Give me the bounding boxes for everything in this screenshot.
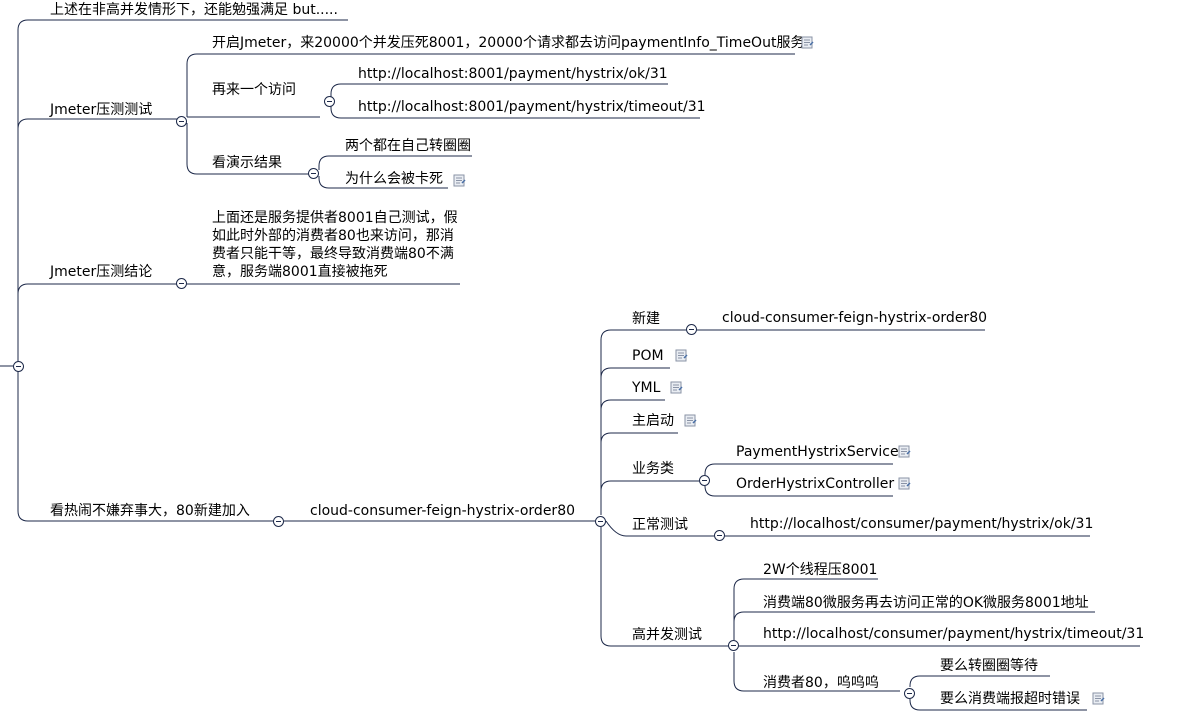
jmeter-test-node[interactable]: Jmeter压测测试: [50, 102, 153, 118]
yml-node[interactable]: YML: [632, 380, 661, 396]
jmeter-conclusion-node[interactable]: Jmeter压测结论: [50, 264, 153, 280]
normal-test-node[interactable]: 正常测试: [632, 517, 688, 533]
another-visit-collapse-toggle[interactable]: [324, 96, 335, 107]
new-collapse-toggle[interactable]: [686, 324, 697, 335]
note-icon[interactable]: [898, 477, 911, 490]
url-timeout-node[interactable]: http://localhost:8001/payment/hystrix/ti…: [358, 99, 706, 115]
wait-spin-node[interactable]: 要么转圈圈等待: [940, 658, 1038, 674]
jmeter-test-collapse-toggle[interactable]: [176, 116, 187, 127]
note-icon[interactable]: [1092, 692, 1105, 705]
url-ok-node[interactable]: http://localhost:8001/payment/hystrix/ok…: [358, 66, 668, 82]
main-start-node[interactable]: 主启动: [632, 413, 674, 429]
note-icon[interactable]: [684, 414, 697, 427]
another-visit-node[interactable]: 再来一个访问: [212, 82, 296, 98]
timeout-url-node[interactable]: http://localhost/consumer/payment/hystri…: [763, 626, 1145, 642]
why-stuck-node[interactable]: 为什么会被卡死: [345, 171, 443, 187]
pom-node[interactable]: POM: [632, 348, 664, 364]
consumer-80-node[interactable]: 消费者80，呜呜呜: [763, 675, 879, 691]
business-collapse-toggle[interactable]: [699, 475, 710, 486]
note-icon[interactable]: [675, 349, 688, 362]
root-collapse-toggle[interactable]: [13, 361, 24, 372]
note-icon[interactable]: [898, 445, 911, 458]
top-text-node[interactable]: 上述在非高并发情形下，还能勉强满足 but.....: [50, 2, 338, 18]
payment-service-node[interactable]: PaymentHystrixService: [736, 444, 899, 460]
see-result-node[interactable]: 看演示结果: [212, 155, 282, 171]
join-80-node[interactable]: 看热闹不嫌弃事大，80新建加入: [50, 503, 250, 519]
consumer-80-collapse-toggle[interactable]: [904, 688, 915, 699]
join-80-collapse-toggle[interactable]: [273, 516, 284, 527]
order-controller-node[interactable]: OrderHystrixController: [736, 476, 895, 492]
both-spinning-node[interactable]: 两个都在自己转圈圈: [345, 138, 471, 154]
note-icon[interactable]: [453, 174, 466, 187]
consumer-module-node[interactable]: cloud-consumer-feign-hystrix-order80: [310, 503, 576, 519]
threads-2w-node[interactable]: 2W个线程压8001: [763, 562, 878, 578]
timeout-error-node[interactable]: 要么消费端报超时错误: [940, 691, 1080, 707]
consumer-module-collapse-toggle[interactable]: [595, 516, 606, 527]
high-concurrency-node[interactable]: 高并发测试: [632, 627, 702, 643]
normal-url-node[interactable]: http://localhost/consumer/payment/hystri…: [750, 516, 1094, 532]
new-module-node[interactable]: cloud-consumer-feign-hystrix-order80: [722, 310, 988, 326]
high-concurrency-collapse-toggle[interactable]: [728, 640, 739, 651]
new-node[interactable]: 新建: [632, 311, 660, 327]
jmeter-conclusion-collapse-toggle[interactable]: [176, 278, 187, 289]
jmeter-open-node[interactable]: 开启Jmeter，来20000个并发压死8001，20000个请求都去访问pay…: [212, 35, 805, 51]
conclusion-text-node[interactable]: 上面还是服务提供者8001自己测试，假如此时外部的消费者80也来访问，那消费者只…: [212, 210, 458, 280]
consumer-visit-node[interactable]: 消费端80微服务再去访问正常的OK微服务8001地址: [763, 595, 1089, 611]
business-node[interactable]: 业务类: [632, 461, 674, 477]
note-icon[interactable]: [670, 381, 683, 394]
see-result-collapse-toggle[interactable]: [308, 168, 319, 179]
note-icon[interactable]: [801, 36, 814, 49]
normal-test-collapse-toggle[interactable]: [714, 530, 725, 541]
